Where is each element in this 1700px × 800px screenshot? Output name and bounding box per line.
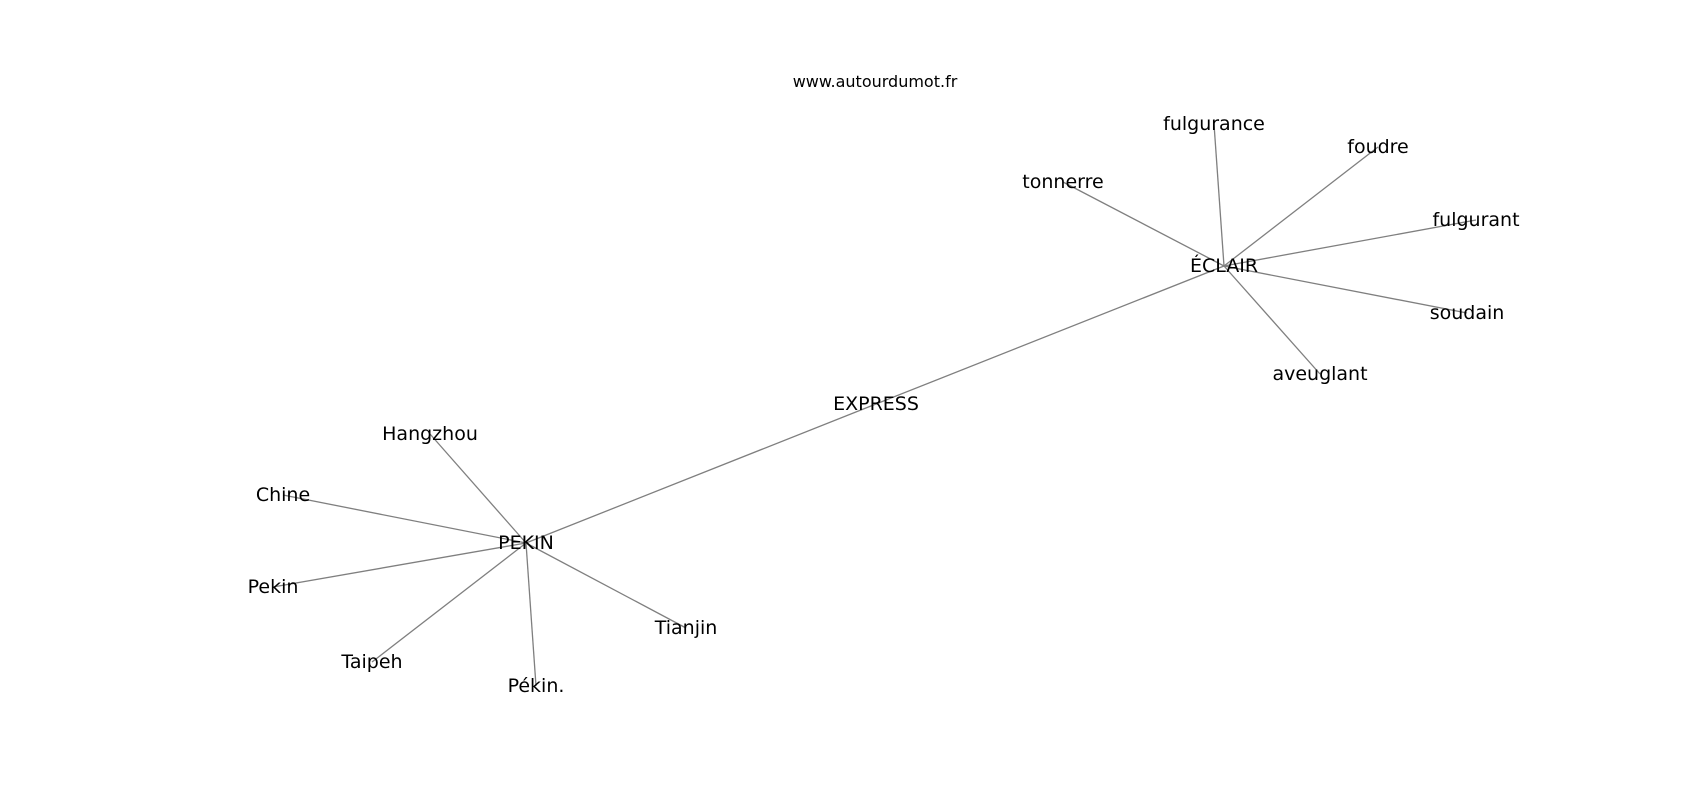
node-label-taipeh: Taipeh (340, 651, 402, 673)
node-label-fulgurance: fulgurance (1163, 113, 1265, 135)
edge-pekin_hub-pekin_dot (525, 542, 537, 687)
graph-node-labels: EXPRESS ÉCLAIR PEKIN fulgurance foudre tonner… (248, 113, 1520, 697)
edge-eclair-tonnerre (1062, 181, 1225, 267)
edge-pekin_hub-tianjin (525, 542, 687, 629)
edge-express-pekin_hub (525, 403, 877, 544)
edge-eclair-aveuglant (1223, 265, 1321, 375)
node-label-pekin-dot: Pékin. (508, 675, 565, 697)
edge-pekin_hub-pekin (272, 542, 527, 588)
node-label-chine: Chine (256, 484, 310, 506)
edge-express-eclair (875, 265, 1225, 405)
edge-pekin_hub-taipeh (371, 542, 527, 663)
edge-eclair-foudre (1223, 146, 1379, 267)
node-label-foudre: foudre (1347, 136, 1409, 158)
node-label-tianjin: Tianjin (654, 617, 718, 639)
edge-eclair-fulgurance (1213, 123, 1225, 267)
node-label-pekin: Pekin (248, 576, 299, 598)
node-label-express: EXPRESS (833, 393, 919, 415)
node-label-soudain: soudain (1430, 302, 1505, 324)
node-label-tonnerre: tonnerre (1022, 171, 1103, 193)
edge-pekin_hub-hangzhou (429, 433, 527, 544)
node-label-fulgurant: fulgurant (1432, 209, 1519, 231)
node-label-pekin-hub: PEKIN (498, 532, 554, 554)
node-label-hangzhou: Hangzhou (382, 423, 478, 445)
edge-pekin_hub-chine (282, 494, 527, 544)
node-label-aveuglant: aveuglant (1272, 363, 1367, 385)
graph-edges (272, 123, 1477, 687)
source-watermark: www.autourdumot.fr (792, 72, 958, 91)
edge-eclair-soudain (1223, 265, 1468, 314)
edge-eclair-fulgurant (1223, 219, 1477, 267)
node-label-eclair: ÉCLAIR (1190, 254, 1258, 277)
